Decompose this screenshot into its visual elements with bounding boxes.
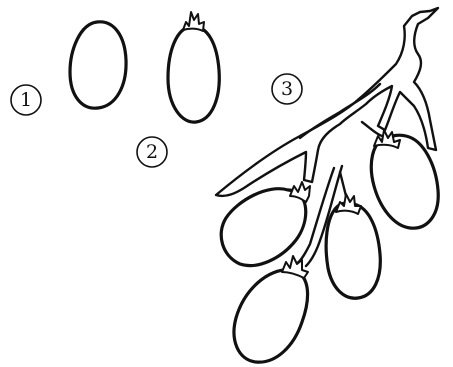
marker-2: 2 bbox=[137, 137, 167, 167]
stem-middle bbox=[340, 172, 346, 196]
berry-2-calyx bbox=[183, 12, 204, 31]
item-3-branch-cluster bbox=[216, 8, 438, 362]
marker-3-label: 3 bbox=[281, 78, 293, 100]
marker-3: 3 bbox=[272, 74, 302, 104]
berry-1-outline bbox=[70, 22, 126, 108]
item-2-berry bbox=[168, 12, 219, 122]
berry-2-outline bbox=[168, 26, 219, 122]
item-1-berry bbox=[70, 22, 126, 108]
marker-2-label: 2 bbox=[146, 141, 158, 163]
berry-cluster-left bbox=[221, 189, 306, 266]
berry-cluster-bottom bbox=[234, 270, 308, 362]
berry-cluster-middle bbox=[326, 203, 380, 298]
marker-1: 1 bbox=[11, 85, 41, 115]
marker-1-label: 1 bbox=[20, 89, 32, 111]
